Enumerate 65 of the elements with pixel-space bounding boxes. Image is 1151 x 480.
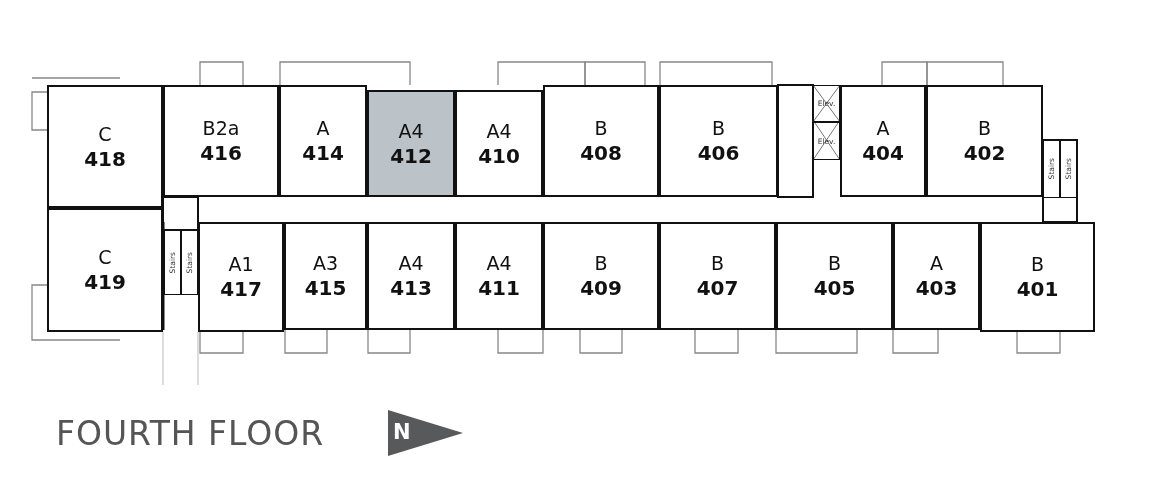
unit-number: 413: [390, 275, 432, 301]
unit-room: [455, 222, 543, 330]
unit-number: 403: [915, 275, 958, 301]
unit-type: A1: [228, 252, 254, 276]
unit-type: B: [594, 116, 608, 140]
elevator-shaft: [813, 85, 840, 122]
unit-room: [776, 222, 893, 330]
unit-room: [367, 222, 455, 330]
unit-type: C: [98, 121, 112, 146]
unit-number: 412: [390, 142, 432, 169]
unit-room: [455, 90, 543, 197]
compass-letter: N: [393, 420, 411, 444]
unit-type: B: [594, 251, 608, 275]
unit-room: [926, 85, 1043, 197]
floor-title: FOURTH FLOOR: [56, 414, 325, 454]
unit-number: 406: [697, 140, 740, 166]
unit-number: 414: [302, 140, 344, 166]
unit-number: 401: [1016, 276, 1059, 302]
unit-room: [198, 222, 284, 332]
unit-room: [47, 85, 163, 208]
unit-type: B: [827, 251, 841, 275]
unit-room: [543, 85, 659, 197]
stair-box: [1043, 140, 1060, 198]
unit-room: [893, 222, 980, 330]
elevator-shaft: [813, 122, 840, 160]
unit-number: 415: [304, 275, 347, 301]
unit-number: 411: [478, 275, 520, 301]
unit-room: [840, 85, 926, 197]
unit-number: 409: [580, 275, 622, 301]
unit-number: 404: [862, 140, 904, 166]
unit-type: A: [316, 116, 330, 140]
unit-number: 402: [963, 140, 1006, 166]
unit-room: [659, 85, 778, 197]
unit-type: C: [98, 245, 112, 269]
unit-type: B: [977, 116, 991, 140]
unit-type: A4: [486, 251, 512, 275]
unit-type: A4: [398, 118, 424, 143]
unit-number: 407: [696, 275, 739, 301]
unit-number: 408: [580, 140, 622, 166]
unit-room: [47, 208, 163, 332]
unit-number: 410: [478, 142, 520, 169]
unit-room: [163, 85, 279, 197]
stair-box: [164, 230, 181, 295]
unit-room: [279, 85, 367, 197]
unit-type: B: [1030, 252, 1044, 276]
unit-type: A: [930, 251, 943, 275]
stair-box: [1060, 140, 1077, 198]
unit-room: [659, 222, 776, 330]
unit-type: A4: [486, 118, 512, 143]
stair-box: [181, 230, 198, 295]
unit-type: A4: [398, 251, 424, 275]
unit-room: [980, 222, 1095, 332]
unit-number: 418: [84, 145, 126, 172]
unit-room: [284, 222, 367, 330]
unit-type: B2a: [202, 116, 240, 140]
unit-room: [543, 222, 659, 330]
unit-type: A3: [312, 251, 339, 275]
unit-number: 416: [200, 140, 242, 166]
unit-type: B: [711, 116, 725, 140]
unit-number: 419: [84, 269, 126, 295]
unit-type: A: [876, 116, 890, 140]
unit-type: B: [710, 251, 724, 275]
unit-number: 405: [813, 275, 856, 301]
unit-number: 417: [220, 276, 262, 302]
unit-room: [367, 90, 455, 197]
